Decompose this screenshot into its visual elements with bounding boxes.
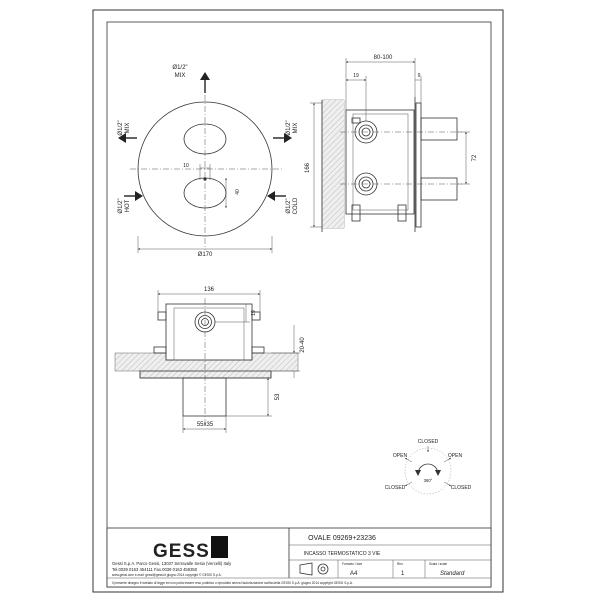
cold-label: COLD [293, 197, 299, 214]
front-view: Ø1/2" MIX Ø1/2" MIX Ø1/2" MIX Ø1/2" HOT … [118, 65, 299, 258]
dim-166-label: 166 [305, 162, 311, 173]
company-address: Gessi S.p.A. Parco Gessi, 13037 Serraval… [112, 561, 232, 566]
format-value: A4 [350, 571, 358, 577]
dim-dia-label: Ø170 [198, 252, 213, 258]
closed-left-label: CLOSED [385, 485, 406, 491]
rev-label: Rev. [397, 562, 403, 566]
side-lower-knob [420, 177, 458, 201]
mix-left-label: MIX [125, 123, 131, 134]
bracket-1 [351, 117, 361, 124]
mix-left-arrow-icon [118, 133, 126, 143]
gessi-logo: GESSI [153, 541, 216, 562]
company-contact: Tel.0039 0163 454111 Fax.0039 0163 45935… [112, 567, 198, 572]
temperature-mark-dot [203, 177, 207, 181]
mix-right-size-label: Ø1/2" [286, 120, 292, 135]
footer-note: Il presente disegno è tutelato di legge … [112, 581, 353, 585]
rotation-degrees-label: 360° [424, 478, 433, 483]
top-tab-left [157, 311, 167, 321]
open-left-label: OPEN [393, 453, 408, 459]
side-upper-knob [420, 117, 458, 141]
top-foot-right [251, 346, 265, 354]
cold-inlet-arrow-icon [267, 191, 275, 201]
cold-size-label: Ø1/2" [286, 198, 292, 213]
top-dim-19-label: 19 [251, 310, 257, 316]
rev-value: 1 [401, 571, 405, 577]
diverter-knob [183, 123, 227, 155]
dim-136-label: 136 [204, 287, 215, 293]
hot-inlet-arrow-icon [135, 191, 143, 201]
format-label: Formato / size [342, 562, 362, 566]
scale-value: Standard [440, 571, 465, 577]
dim-depth-label: 80-100 [374, 55, 393, 61]
side-box-inner [352, 113, 409, 211]
closed-right-label: CLOSED [451, 485, 472, 491]
side-box-body [345, 109, 415, 215]
top-tab-right [251, 311, 261, 321]
open-right-label: OPEN [448, 453, 463, 459]
dim-9-label: 9 [418, 73, 421, 79]
sheet-border [92, 9, 504, 593]
projection-symbol-icon [299, 562, 329, 576]
rotation-diagram: CLOSED OPEN OPEN CLOSED CLOSED 360° [385, 439, 472, 495]
top-knob [182, 377, 227, 417]
mix-right-arrow-icon [284, 133, 292, 143]
mix-top-size-label: Ø1/2" [172, 65, 187, 71]
dim-72-label: 72 [472, 154, 478, 161]
mix-top-label: MIX [175, 73, 186, 79]
dim-spout-label: 55x35 [197, 422, 214, 428]
scale-label: Scala / scale [429, 562, 447, 566]
top-foot-left [153, 346, 167, 354]
side-view: 80-100 19 9 166 72 [305, 55, 478, 232]
dim-53-label: 53 [275, 393, 281, 400]
product-name: OVALE 09269+23236 [308, 535, 376, 542]
dim-40-label: 40 [235, 189, 241, 195]
mix-right-label: MIX [293, 123, 299, 134]
mix-left-size-label: Ø1/2" [118, 120, 124, 135]
hot-size-label: Ø1/2" [118, 198, 124, 213]
title-block: GESSI Gessi S.p.A. Parco Gessi, 13037 Se… [106, 527, 492, 588]
top-view: 136 19 20-40 53 55x35 [114, 287, 306, 433]
hot-label: HOT [125, 199, 131, 212]
top-box-inner [173, 307, 245, 361]
closed-top-label: CLOSED [418, 439, 439, 445]
product-description: INCASSO TERMOSTATICO 3 VIE [304, 551, 381, 557]
dim-10-label: 10 [183, 163, 189, 169]
cover-plate [137, 101, 273, 237]
dim-19-label: 19 [353, 73, 359, 79]
company-web: www.gessi.com e-mail: gessi@gessi.it giu… [112, 573, 222, 577]
dim-wall-label: 20-40 [300, 337, 306, 353]
bracket-2 [351, 204, 361, 222]
side-cover-plate [415, 102, 422, 228]
mix-top-arrow-icon [200, 72, 210, 80]
gessi-logo-block [211, 536, 228, 558]
bracket-3 [397, 204, 407, 222]
